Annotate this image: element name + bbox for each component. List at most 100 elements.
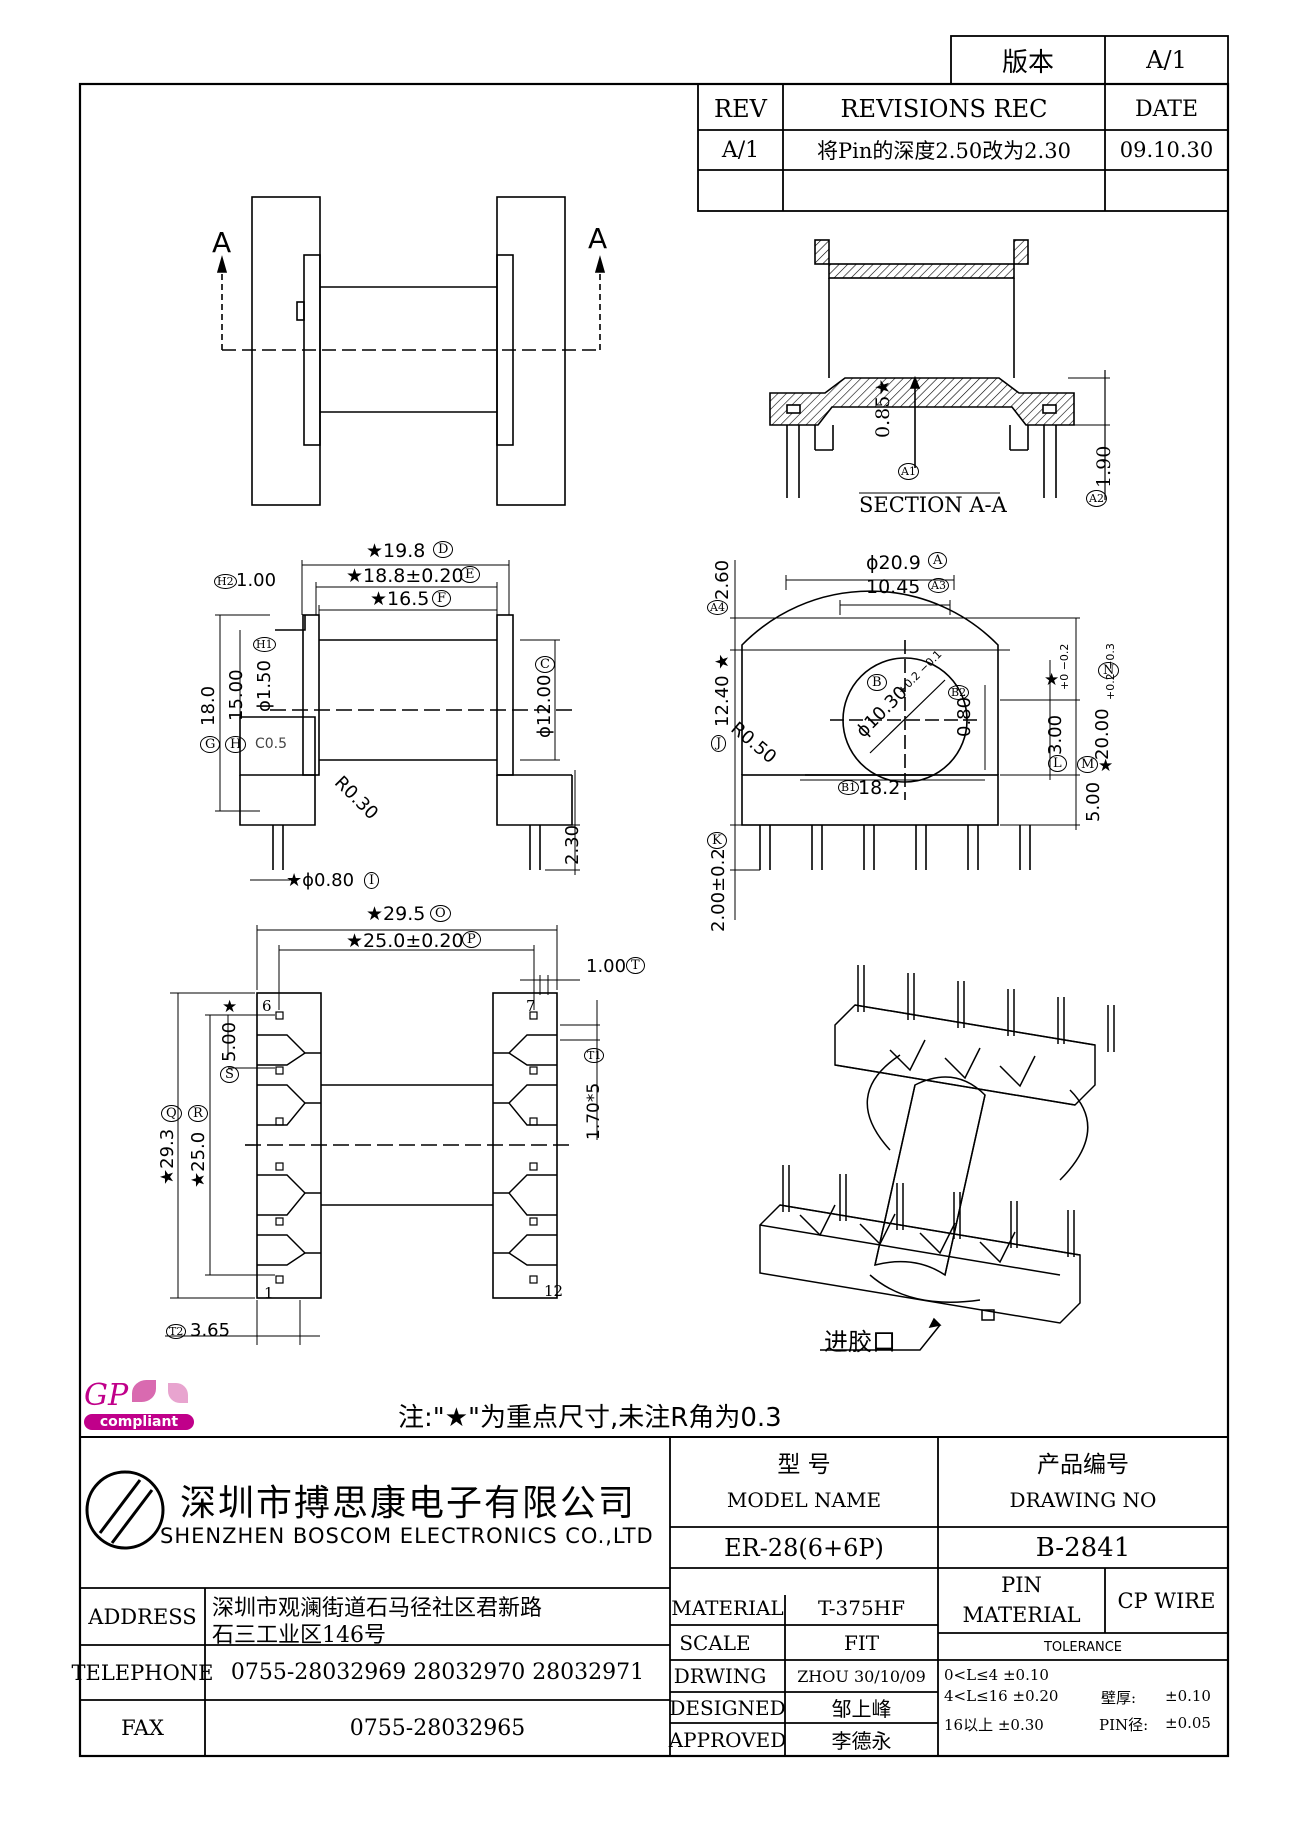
dim-pin-0-80: ★ϕ0.80 (286, 870, 355, 891)
pin-number-1: 1 (264, 1284, 274, 1302)
material-value: T-375HF (817, 1595, 905, 1620)
dim-tol-3-00: +0 −0.2 (1058, 643, 1071, 690)
pin-material-value: CP WIRE (1117, 1588, 1216, 1613)
title-block-frame (80, 1437, 1228, 1756)
isometric-view (759, 965, 1115, 1351)
date-header: DATE (1134, 96, 1199, 122)
dim-tag-h1: H1 (253, 637, 276, 652)
dim-tag-h: H (225, 736, 247, 753)
section-letter-right: A (588, 222, 608, 255)
version-label: 版本 (1001, 47, 1054, 78)
revision-row-rec: 将Pin的深度2.50改为2.30 (817, 139, 1071, 163)
end-view (730, 560, 1080, 920)
dim-12-40: 12.40 ★ (712, 653, 733, 727)
dim-19-8: ★19.8 (366, 540, 426, 562)
front-view (216, 196, 606, 506)
dim-tag-l: L (1048, 755, 1067, 772)
revisions-rec-header: REVISIONS REC (840, 95, 1048, 123)
pin-diameter-label: PIN径: (1099, 1716, 1149, 1734)
pin-number-7: 7 (526, 997, 536, 1015)
dim-tag-t1: T1 (584, 1048, 605, 1063)
dim-tag-k: K (707, 832, 727, 849)
dim-star-s: ★ (222, 997, 238, 1017)
dim-5-00: 5.00 (1083, 781, 1104, 822)
dim-2-60: 2.60 (712, 559, 733, 600)
dim-tag-b1: B1 (838, 780, 860, 795)
wall-thickness-label: 壁厚: (1101, 1689, 1137, 1707)
dim-tag-c: C (535, 656, 555, 673)
dim-tag-m: M (1077, 756, 1099, 773)
revisions-table-frame (697, 83, 1229, 212)
dim-25-0-r: ★25.0 (188, 1131, 209, 1188)
dim-29-3: ★29.3 (157, 1128, 178, 1185)
dim-1-70: 1.70*5 (584, 1082, 604, 1140)
company-logo (85, 1470, 165, 1550)
address-label: ADDRESS (88, 1604, 197, 1629)
gp-leaf-icon-2 (168, 1383, 188, 1403)
dim-29-5: ★29.5 (366, 903, 426, 925)
dim-tag-r: R (188, 1105, 208, 1122)
dim-tag-b: B (867, 674, 887, 691)
dim-18-8: ★18.8±0.20 (346, 565, 464, 587)
dim-18-0: 18.0 (198, 685, 219, 726)
pin-material-label-1: PIN (1001, 1573, 1042, 1597)
gp-compliant-badge: compliant (84, 1414, 194, 1430)
dim-tag-h2: H2 (214, 574, 237, 589)
material-label: MATERIAL (671, 1595, 784, 1620)
dim-tag-a2: A2 (1086, 490, 1107, 507)
telephone-label: TELEPHONE (71, 1660, 214, 1685)
gp-leaf-icon (132, 1380, 156, 1402)
dim-1-00-t: 1.00 (586, 956, 627, 977)
fax-value: 0755-28032965 (349, 1715, 526, 1741)
dim-tag-t: T (626, 957, 645, 974)
dim-star-m: ★ (1098, 756, 1114, 776)
dim-tag-a1: A1 (898, 463, 919, 480)
drawing-value: B-2841 (1035, 1532, 1131, 1563)
drawing-note: 注:"★"为重点尺寸,未注R角为0.3 (398, 1403, 782, 1433)
dim-tag-e: E (460, 566, 480, 583)
dim-tol-20-00: +0.2 −0.3 (1104, 643, 1117, 700)
dim-tag-a: A (928, 552, 948, 569)
dim-tag-a4: A4 (707, 600, 728, 615)
company-name-en: SHENZHEN BOSCOM ELECTRONICS CO.,LTD (160, 1524, 654, 1548)
dim-1-90: 1.90 (1093, 445, 1115, 488)
dim-tag-p: P (462, 931, 481, 948)
dim-0-80: 0.80 (954, 696, 975, 737)
dim-2-30: 2.30 (562, 824, 583, 865)
dim-tag-j: J (711, 735, 727, 752)
wall-thickness-value: ±0.10 (1165, 1687, 1211, 1705)
dim-5-00-s: 5.00 (219, 1021, 240, 1062)
tolerance-row-1: 0<L≤4 ±0.10 (944, 1666, 1049, 1684)
drawing-label-cn: 产品编号 (1037, 1452, 1129, 1478)
section-label: SECTION A-A (859, 493, 1007, 517)
dim-3-00: 3.00 (1045, 714, 1066, 755)
dim-18-2: 18.2 (858, 777, 901, 799)
designed-label: DESIGNED (669, 1695, 786, 1720)
section-letter-left: A (212, 226, 232, 259)
dim-phi-20-9: ϕ20.9 (866, 552, 921, 574)
pin-number-12: 12 (544, 1282, 564, 1300)
drwing-label: DRWING (673, 1664, 767, 1688)
scale-value: FIT (843, 1630, 880, 1655)
model-label-cn: 型 号 (777, 1452, 831, 1478)
approved-label: APPROVED (668, 1727, 787, 1752)
dim-tag-b2: B2 (948, 685, 970, 700)
side-view (215, 560, 580, 881)
dim-star-l: ★ (1044, 670, 1060, 690)
drawing-label-en: DRAWING NO (1009, 1488, 1157, 1512)
dim-tag-d: D (433, 541, 454, 558)
drwing-value: ZHOU 30/10/09 (797, 1666, 926, 1686)
dim-3-65: 3.65 (190, 1320, 231, 1341)
model-value: ER-28(6+6P) (724, 1533, 884, 1562)
model-label-en: MODEL NAME (726, 1488, 882, 1512)
dim-2-00: 2.00±0.2 (708, 848, 729, 932)
dim-c0-5: C0.5 (255, 736, 288, 752)
fax-label: FAX (121, 1716, 164, 1740)
dim-20-00: 20.00 (1092, 708, 1113, 760)
dim-15-00: 15.00 (226, 669, 247, 721)
dim-25-0: ★25.0±0.20 (346, 930, 464, 952)
dim-tag-t2: T2 (166, 1324, 187, 1339)
dim-0-85: 0.85★ (872, 378, 894, 438)
dim-16-5: ★16.5 (370, 588, 430, 610)
